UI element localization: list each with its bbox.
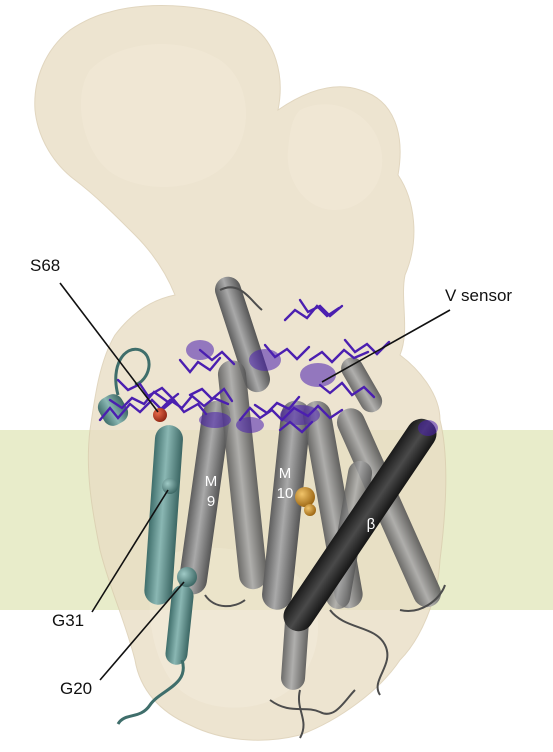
- g20-label: G20: [60, 679, 93, 698]
- v-sensor-label: V sensor: [445, 286, 513, 305]
- m9-label-line2: 9: [207, 493, 215, 510]
- m10-label-line1: M: [279, 465, 292, 482]
- teal-loop: [116, 659, 185, 725]
- helix-tube: [217, 360, 268, 590]
- teal-helix: [97, 347, 197, 725]
- g31-label: G31: [52, 611, 85, 630]
- teal-loop: [114, 347, 151, 396]
- g20-residue: [177, 567, 197, 587]
- helix-m10: [262, 400, 311, 610]
- coil-loops: [204, 286, 446, 739]
- leader-lines: [59, 282, 451, 681]
- m9-label-line1: M: [205, 473, 218, 490]
- g31-leader: [91, 489, 169, 613]
- lipid-glow: [186, 340, 438, 436]
- s68-residue: [153, 408, 167, 422]
- lipid-sticks: [98, 298, 391, 434]
- ion-sphere: [304, 504, 316, 516]
- g20-leader: [99, 581, 185, 681]
- beta-label: β: [367, 516, 376, 533]
- s68-label: S68: [30, 256, 61, 275]
- ion-sphere: [295, 487, 315, 507]
- g31-residue: [162, 478, 178, 494]
- m10-label-line2: 10: [277, 485, 294, 502]
- beta-helix: [283, 418, 437, 632]
- v-sensor-leader: [321, 309, 451, 383]
- helix-m9: [178, 400, 231, 595]
- helix-tube: [341, 357, 383, 413]
- s68-leader: [59, 282, 159, 413]
